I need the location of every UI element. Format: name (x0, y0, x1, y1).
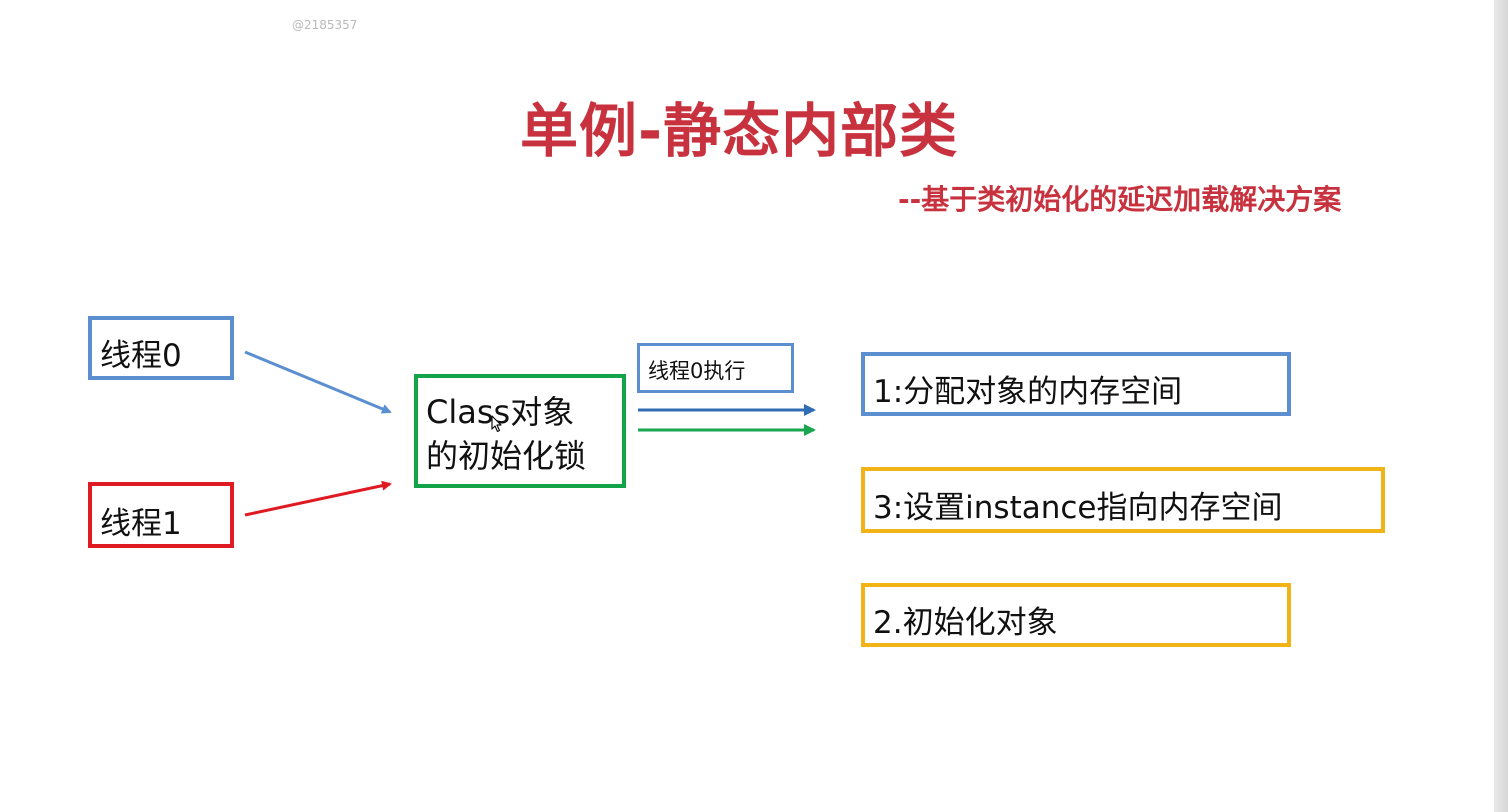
step-label: 2.初始化对象 (873, 605, 1058, 641)
step-label: 1:分配对象的内存空间 (873, 374, 1183, 410)
thread1-box: 线程1 (88, 482, 234, 548)
step-set-instance: 3:设置instance指向内存空间 (861, 467, 1385, 533)
thread0-label: 线程0 (100, 338, 182, 374)
lock-label-line1: Class对象 (426, 393, 575, 431)
exec-label-box: 线程0执行 (637, 343, 794, 393)
window-edge (1494, 0, 1508, 812)
thread1-label: 线程1 (100, 506, 182, 542)
watermark: @2185357 (292, 18, 358, 32)
step-init-object: 2.初始化对象 (861, 583, 1291, 647)
exec-label: 线程0执行 (648, 359, 746, 383)
thread0-box: 线程0 (88, 316, 234, 380)
step-label: 3:设置instance指向内存空间 (873, 490, 1283, 526)
slide-title: 单例-静态内部类 (520, 97, 959, 165)
mouse-pointer-icon (491, 415, 502, 433)
slide-subtitle: --基于类初始化的延迟加载解决方案 (898, 183, 1342, 216)
arrow-thread1-to-lock (244, 480, 392, 517)
step-allocate-memory: 1:分配对象的内存空间 (861, 352, 1291, 416)
arrow-thread0-to-lock (244, 350, 392, 414)
lock-label-line2: 的初始化锁 (426, 437, 587, 475)
class-init-lock-box: Class对象 的初始化锁 (414, 374, 626, 488)
